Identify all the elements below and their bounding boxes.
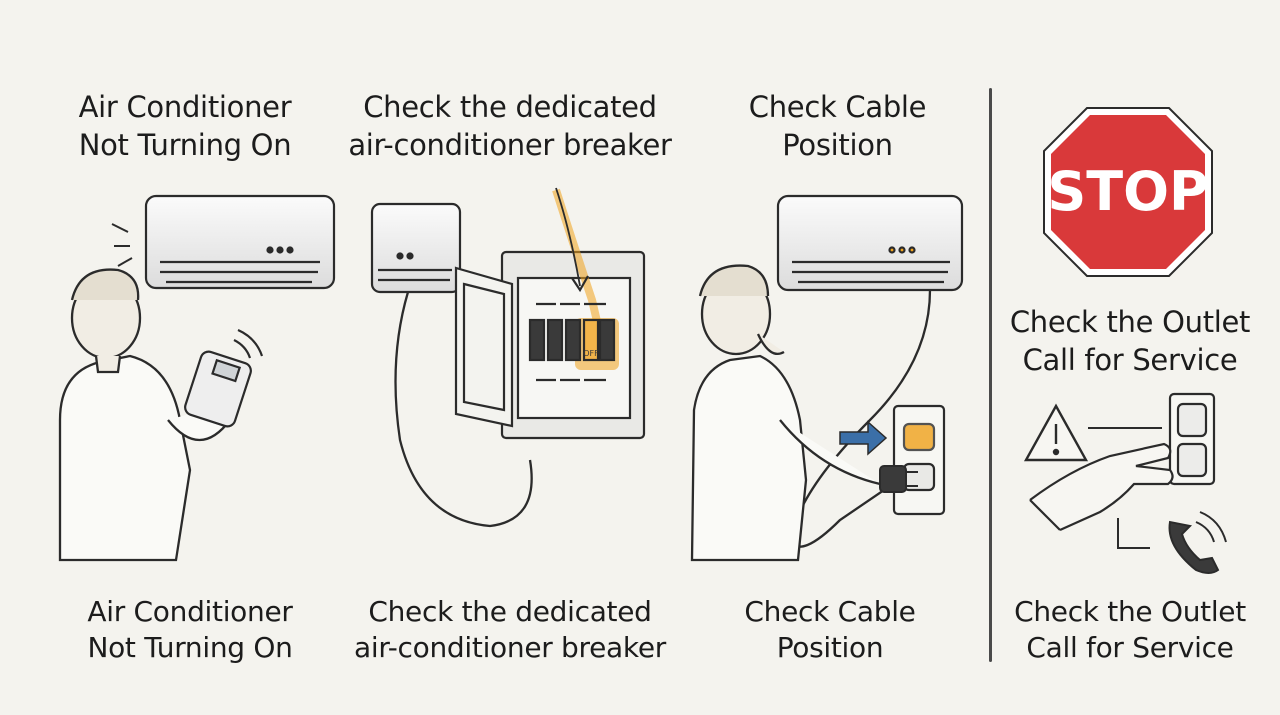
step-2-caption: Check the dedicated air-conditioner brea… [340, 594, 680, 666]
power-cable [394, 291, 533, 528]
breaker-panel-icon [454, 187, 646, 440]
step-4-caption: Check the Outlet Call for Service [1000, 594, 1260, 666]
step-4-title-line-2: Call for Service [1022, 343, 1238, 377]
connector-line-2 [1117, 518, 1150, 549]
step-panel-3: Check Cable Position Check Cable Positio… [690, 0, 980, 715]
step-1-title-line-2: Not Turning On [78, 128, 292, 162]
step-4-caption-line-1: Check the Outlet [1014, 595, 1246, 628]
wall-outlet-icon [1168, 392, 1216, 486]
step-3-title-line-2: Position [782, 128, 893, 162]
step-panel-1: Air Conditioner Not Turning On Air Condi… [0, 0, 330, 715]
step-2-title-line-1: Check the dedicated [363, 90, 657, 124]
step-1-caption-line-2: Not Turning On [87, 631, 293, 664]
breaker-off-label: OFF [583, 349, 599, 358]
step-3-title: Check Cable Position [690, 88, 985, 164]
direction-arrow-icon [839, 420, 888, 456]
step-2-title-line-2: air-conditioner breaker [348, 128, 672, 162]
step-4-title: Check the Outlet Call for Service [1000, 303, 1260, 379]
ac-unit-icon-3 [776, 194, 964, 292]
phone-icon [1168, 511, 1227, 574]
step-panel-4: Check the Outlet Call for Service Check … [1000, 0, 1270, 715]
signal-lines-icon [111, 223, 133, 267]
power-plug-icon [879, 465, 918, 493]
step-3-caption-line-2: Position [776, 631, 884, 664]
stop-sign-icon: STOP [1043, 107, 1213, 277]
step-2-caption-line-1: Check the dedicated [368, 595, 652, 628]
ac-cable [788, 289, 932, 548]
step-4-caption-line-2: Call for Service [1026, 631, 1234, 664]
stop-sign-text: STOP [1047, 160, 1208, 223]
step-2-title: Check the dedicated air-conditioner brea… [340, 88, 680, 164]
step-2-caption-line-2: air-conditioner breaker [354, 631, 666, 664]
step-4-title-line-1: Check the Outlet [1009, 305, 1251, 339]
ac-unit-icon [144, 194, 336, 290]
hand-icon [1029, 442, 1174, 532]
man-figure-2 [690, 264, 881, 562]
step-3-caption: Check Cable Position [690, 594, 970, 666]
step-1-title: Air Conditioner Not Turning On [30, 88, 340, 164]
step-3-title-line-1: Check Cable [748, 90, 927, 124]
man-figure-1 [58, 268, 242, 562]
ac-unit-icon-2 [370, 202, 462, 294]
step-3-caption-line-1: Check Cable [744, 595, 916, 628]
step-1-caption-line-1: Air Conditioner [87, 595, 293, 628]
panel-divider [989, 88, 992, 662]
step-panel-2: Check the dedicated air-conditioner brea… [340, 0, 700, 715]
remote-control-icon [184, 328, 264, 428]
step-1-caption: Air Conditioner Not Turning On [35, 594, 345, 666]
warning-triangle-icon [1023, 403, 1089, 462]
step-1-title-line-1: Air Conditioner [78, 90, 292, 124]
wall-outlet-icon-3 [892, 404, 946, 516]
